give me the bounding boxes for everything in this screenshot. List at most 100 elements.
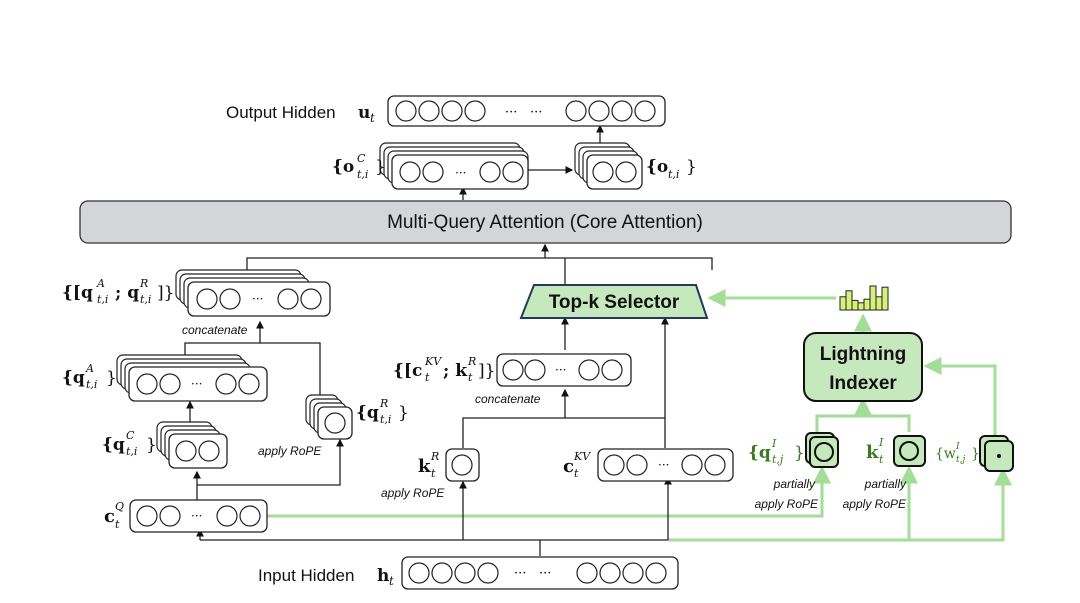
- q-concat-label: {[q A t,i ; q R t,i ]}: [62, 277, 174, 306]
- k-r-label: k R t: [418, 450, 439, 480]
- svg-text:; k: ; k: [443, 361, 468, 381]
- neuron: [422, 161, 444, 183]
- k-i-label: k I t: [866, 436, 884, 466]
- svg-text:{q: {q: [62, 368, 85, 388]
- apply-rope-k-label: apply RoPE: [381, 486, 445, 500]
- neuron-group: [603, 454, 726, 476]
- neuron: [502, 161, 524, 183]
- svg-text:t: t: [115, 518, 120, 531]
- neuron: [592, 161, 614, 183]
- score-bar: [839, 296, 847, 311]
- neuron: [408, 562, 430, 584]
- svg-text:k: k: [418, 456, 431, 477]
- neuron: [216, 505, 238, 527]
- neuron: [588, 100, 610, 122]
- svg-text:t,j: t,j: [956, 455, 965, 465]
- neuron-group: [399, 161, 524, 183]
- score-bar: [851, 299, 859, 311]
- svg-text:t,i: t,i: [86, 378, 97, 391]
- c-q-label: c Q t: [104, 500, 124, 531]
- neuron: [277, 288, 299, 310]
- neuron: [441, 100, 463, 122]
- q-r-label: {q R t,i }: [356, 397, 409, 426]
- svg-text:C: C: [126, 429, 135, 442]
- neuron: [565, 100, 587, 122]
- neuron: [219, 288, 241, 310]
- neuron-group: [408, 562, 667, 584]
- output-hidden-neurons: [395, 100, 656, 122]
- neuron: [601, 359, 623, 381]
- svg-text:t: t: [574, 467, 579, 480]
- neuron: [238, 373, 260, 395]
- neuron: [626, 454, 648, 476]
- svg-text:A: A: [85, 362, 94, 375]
- neuron: [634, 100, 656, 122]
- score-bar: [869, 285, 877, 311]
- svg-text:t,i: t,i: [97, 293, 108, 306]
- svg-text:}: }: [686, 157, 697, 177]
- svg-text:C: C: [357, 152, 366, 165]
- svg-text:R: R: [430, 450, 439, 463]
- kv-concat-label: {[c KV t ; k R t ]}: [393, 355, 495, 384]
- output-hidden-symbol: u: [358, 103, 370, 123]
- svg-text:···: ···: [191, 377, 202, 391]
- svg-text:t,j: t,j: [772, 453, 784, 466]
- indexer-label-line2: Indexer: [829, 373, 897, 394]
- core-attention-label: Multi-Query Attention (Core Attention): [387, 212, 703, 233]
- core-attention-block: Multi-Query Attention (Core Attention): [79, 200, 1012, 244]
- neuron: [136, 505, 158, 527]
- svg-text:{w: {w: [935, 446, 956, 462]
- lightning-indexer: Lightning Indexer: [803, 332, 923, 402]
- c-kv-vector: ··· c KV t: [563, 448, 734, 482]
- svg-text:}: }: [146, 435, 157, 455]
- w-i-stack: {w I t,j }: [935, 435, 1014, 472]
- neuron: [451, 454, 473, 476]
- svg-text:}: }: [375, 157, 386, 177]
- neuron: [399, 161, 421, 183]
- neuron-group: [196, 288, 322, 310]
- q-a-stack: ··· {q A t,i }: [62, 354, 268, 402]
- neuron: [502, 359, 524, 381]
- svg-text:{o: {o: [332, 157, 354, 177]
- neuron: [615, 161, 637, 183]
- svg-text:]}: ]}: [478, 361, 495, 381]
- neuron-group: [451, 454, 473, 476]
- neuron-group: [324, 412, 346, 434]
- output-hidden-vector: Output Hidden u t ··· ···: [226, 95, 666, 127]
- neuron: [479, 161, 501, 183]
- svg-text:···: ···: [658, 458, 669, 472]
- neuron: [681, 454, 703, 476]
- svg-text:]}: ]}: [157, 283, 174, 303]
- input-hidden-vector: Input Hidden h t ··· ···: [258, 556, 679, 590]
- score-bar: [845, 290, 853, 311]
- neuron-group: [592, 161, 637, 183]
- neuron-group: [502, 359, 623, 381]
- svg-text:···: ···: [455, 166, 466, 180]
- svg-text:{[c: {[c: [393, 361, 422, 381]
- svg-text:···: ···: [530, 105, 542, 120]
- output-hidden-label: Output Hidden: [226, 103, 336, 122]
- svg-text:t,i: t,i: [140, 293, 151, 306]
- neuron: [239, 505, 261, 527]
- neuron: [175, 440, 197, 462]
- svg-text:···: ···: [555, 363, 566, 377]
- svg-text:{q: {q: [356, 403, 379, 423]
- svg-text:; q: ; q: [115, 283, 139, 303]
- o-c-label: {o C t,i }: [332, 152, 386, 181]
- c-kv-label: c KV t: [563, 450, 591, 480]
- neuron: [159, 505, 181, 527]
- w-i-label: {w I t,j }: [935, 442, 980, 465]
- neuron: [576, 562, 598, 584]
- neuron: [603, 454, 625, 476]
- q-concat-stack: ··· {[q A t,i ; q R t,i ]} concatenate: [62, 269, 331, 337]
- svg-text:I: I: [955, 442, 960, 452]
- concatenate-q-label: concatenate: [182, 323, 248, 337]
- main-connections: [184, 124, 713, 556]
- score-bar: [857, 302, 865, 311]
- svg-text:Q: Q: [115, 500, 124, 513]
- svg-text:t: t: [425, 371, 430, 384]
- apply-rope-q-label: apply RoPE: [258, 444, 322, 458]
- svg-text:I: I: [771, 437, 777, 450]
- svg-text:···: ···: [539, 566, 551, 581]
